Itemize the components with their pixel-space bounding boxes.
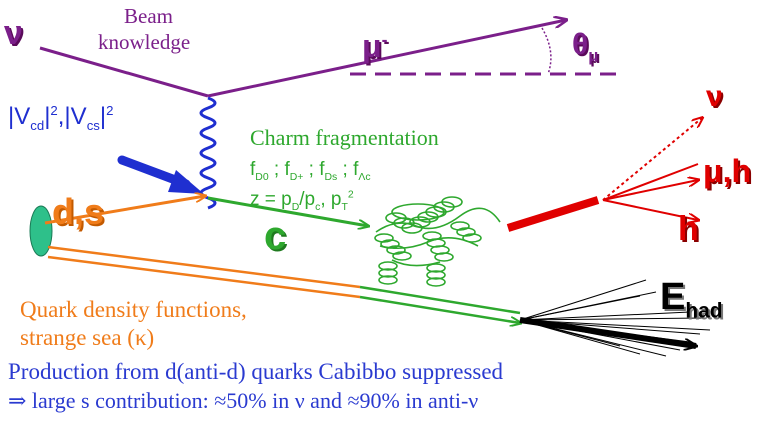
ckm-vcd: |V — [8, 103, 31, 130]
e-had-symbol: E — [660, 276, 686, 318]
z-pc: c — [315, 201, 321, 213]
frac-f1: f — [250, 159, 256, 180]
w-boson-wavy-line — [199, 96, 217, 210]
decay-muon-line-2 — [602, 163, 699, 201]
z-pd: D — [291, 201, 300, 213]
z-pt-sq: 2 — [347, 189, 354, 201]
z-eq: z = p — [250, 189, 292, 210]
z-variable-label: z = pD/pc, pT2 — [250, 189, 354, 213]
z-slash: /p — [299, 189, 316, 210]
incoming-neutrino-label: ν — [4, 14, 23, 52]
fragmentation-springs — [374, 196, 501, 287]
frac-sep1: ; — [268, 159, 285, 180]
muon-charge: - — [381, 29, 388, 50]
ckm-sq-1: 2 — [50, 103, 58, 118]
muon-label: μ- — [362, 30, 387, 62]
charm-fragmentation-label: Charm fragmentation — [250, 125, 439, 150]
ckm-bar-1: | — [44, 103, 51, 130]
hadronic-energy-label: Ehad — [660, 276, 723, 322]
hadronic-jet — [519, 279, 711, 357]
fragmentation-fractions-label: fD0 ; fD+ ; fDs ; fΛc — [250, 159, 371, 183]
z-comma: , p — [320, 189, 342, 210]
nucleon-blob — [29, 205, 53, 257]
frac-ds: Ds — [324, 171, 338, 183]
frac-f2: f — [284, 159, 290, 180]
ckm-elements-label: |Vcd|2,|Vcs|2 — [8, 103, 114, 132]
quark-density-label-line1: Quark density functions, — [20, 297, 247, 322]
theta-angle-arc — [541, 27, 552, 75]
quark-density-label-line2: strange sea (κ) — [20, 325, 155, 350]
charm-meson-line — [506, 196, 600, 232]
ckm-pointer-arrowhead — [168, 170, 204, 194]
decay-neutrino-label: ν — [706, 80, 723, 113]
mu-h-label: μ,h — [703, 153, 752, 189]
ckm-vcs: ,|V — [57, 103, 87, 130]
d-s-quark-label: d,s — [52, 191, 105, 232]
ckm-vcs-sub: cs — [86, 117, 100, 133]
frac-dplus: D+ — [289, 171, 304, 183]
frac-sep3: ; — [337, 159, 354, 180]
muon-symbol: μ — [362, 28, 382, 64]
frac-sep2: ; — [303, 159, 320, 180]
frac-f4: f — [353, 159, 359, 180]
caption-line2: ⇒ large s contribution: ≈50% in ν and ≈9… — [8, 388, 479, 413]
frac-lc: Λc — [358, 171, 371, 183]
decay-muon-line-1 — [602, 180, 698, 201]
remnant-line-2 — [359, 295, 520, 323]
ckm-bar-2: | — [99, 103, 107, 130]
theta-subscript: μ — [588, 47, 599, 65]
charm-quark-label: c — [264, 214, 287, 258]
spectator-line-1 — [47, 245, 361, 289]
incoming-neutrino-line — [39, 46, 209, 98]
decay-neutrino-line — [602, 118, 702, 201]
theta-symbol: θ — [572, 28, 589, 61]
ckm-sq-2: 2 — [106, 103, 114, 118]
spectator-line-2 — [47, 255, 361, 299]
decay-hadron-line — [602, 199, 698, 220]
hadron-label: h — [678, 210, 699, 248]
remnant-line-1 — [359, 285, 521, 315]
caption-line1: Production from d(anti-d) quarks Cabibbo… — [8, 359, 504, 384]
outgoing-muon-line — [207, 20, 566, 98]
e-had-subscript: had — [685, 299, 723, 323]
frac-f3: f — [319, 159, 325, 180]
ckm-vcd-sub: cd — [30, 117, 45, 133]
frac-d0: D0 — [255, 171, 269, 183]
beam-knowledge-label-line2: knowledge — [98, 30, 191, 54]
charm-quark-line — [207, 196, 368, 226]
beam-knowledge-label-line1: Beam — [124, 4, 173, 28]
struck-quark-line — [44, 196, 205, 225]
theta-mu-label: θμ — [572, 28, 598, 65]
z-pt: T — [341, 201, 348, 213]
